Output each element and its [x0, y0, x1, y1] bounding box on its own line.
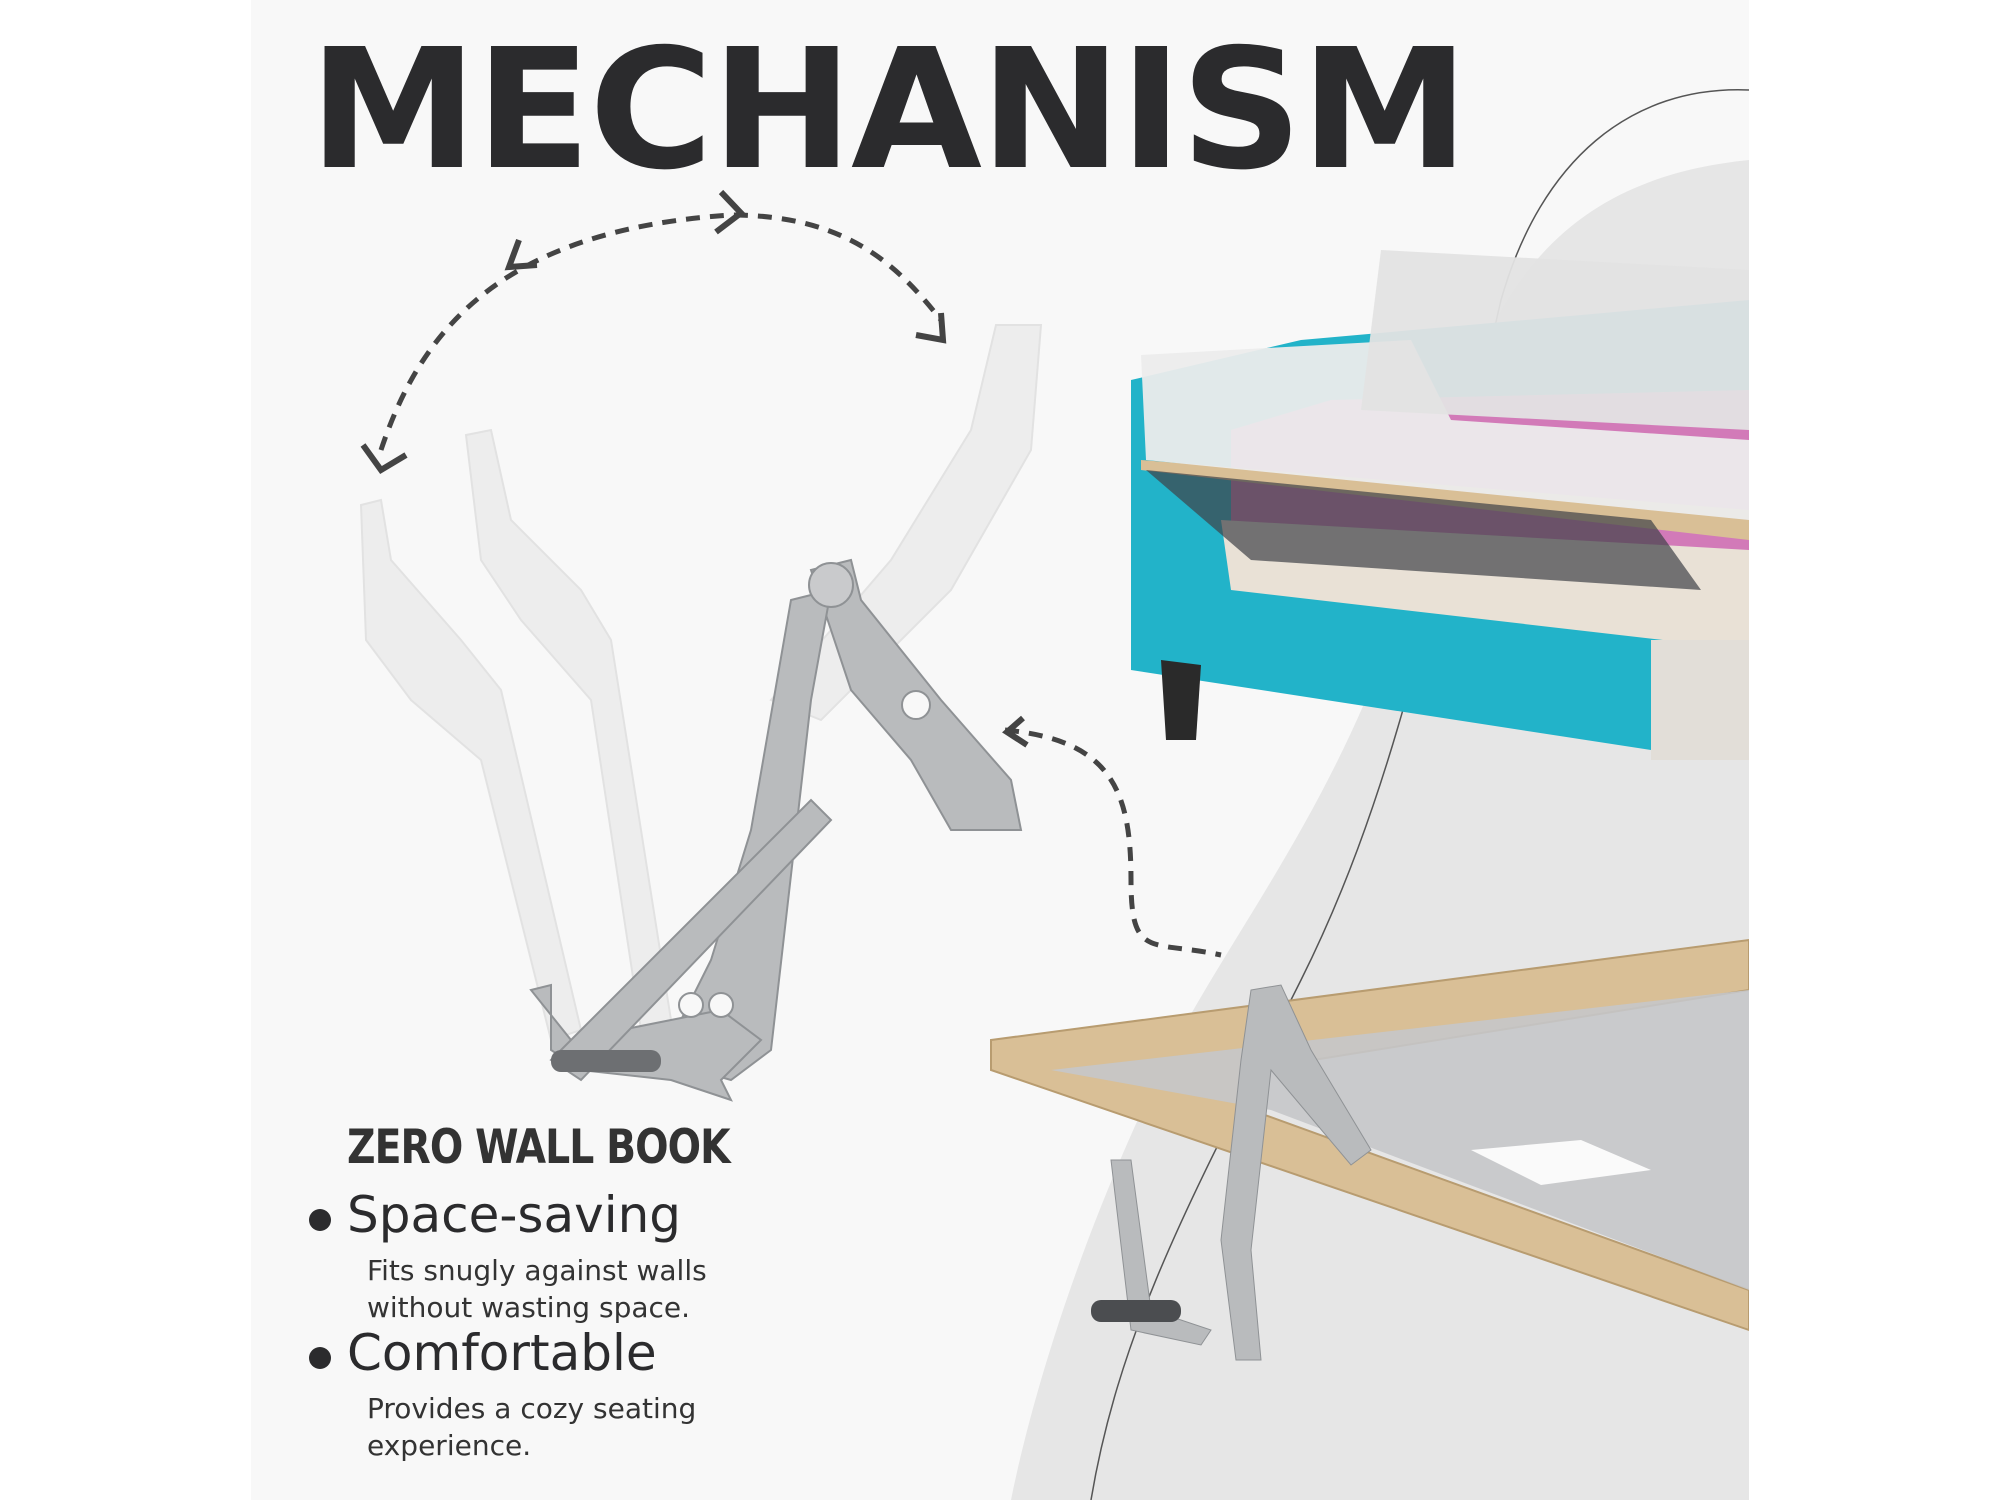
feature-heading: Comfortable [347, 1324, 657, 1382]
description-line: without wasting space. [367, 1291, 691, 1324]
description-line: Fits snugly against walls [367, 1254, 707, 1287]
description-line: experience. [367, 1429, 532, 1462]
bullet-icon [309, 1347, 331, 1369]
mechanism-illustration [359, 89, 1749, 1500]
feature-description: Fits snugly against walls without wastin… [367, 1252, 707, 1326]
spring [551, 1050, 661, 1072]
feature-heading: Space-saving [347, 1186, 682, 1244]
sofa-image [1131, 250, 1749, 760]
motion-arrows [378, 212, 1222, 958]
decor-curve-line [1090, 89, 1749, 1500]
description-line: Provides a cozy seating [367, 1392, 697, 1425]
main-mechanism [529, 558, 1023, 1102]
feature-description: Provides a cozy seating experience. [367, 1390, 696, 1464]
mechanism-name: ZERO WALL BOOK [347, 1120, 731, 1175]
bed-frame-image [990, 938, 1749, 1361]
bullet-icon [309, 1209, 331, 1231]
product-panel: MECHANISM ZERO WALL BOOK Space-saving Fi… [251, 0, 1749, 1500]
arrow-heads [360, 189, 1029, 748]
page-title: MECHANISM [309, 14, 1469, 207]
